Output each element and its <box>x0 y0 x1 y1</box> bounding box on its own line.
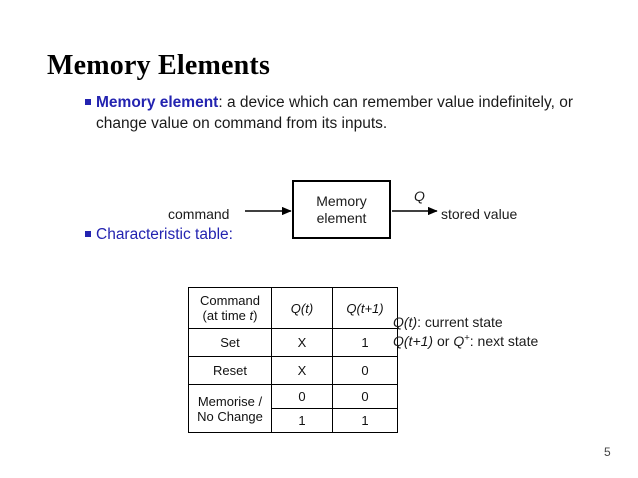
cell-q: 0 <box>271 384 333 409</box>
header-cell-q-next: Q(t+1) <box>332 287 398 329</box>
header-cell-command: Command (at time t) <box>188 287 272 329</box>
diagram-input-label: command <box>168 206 230 222</box>
page-number: 5 <box>604 445 611 459</box>
annotation-text-or: or <box>433 333 454 349</box>
header-cell-q-now: Q(t) <box>271 287 333 329</box>
square-bullet-icon <box>85 99 91 105</box>
cell-qn: 1 <box>332 328 398 357</box>
annotation-line-next-state: Q(t+1) or Q+: next state <box>393 332 538 351</box>
annotation-symbol-q-plus: Q <box>453 333 465 349</box>
bullet-memory-element-text: Memory element: a device which can remem… <box>96 92 605 134</box>
cell-command-memorise: Memorise / No Change <box>188 384 272 433</box>
diagram-output-label: stored value <box>441 206 518 222</box>
table-row: Reset X 0 <box>188 356 398 385</box>
bullet-memory-element: Memory element: a device which can remem… <box>85 92 605 134</box>
square-bullet-icon <box>85 231 91 237</box>
cell-q: X <box>271 328 333 357</box>
cell-command: Set <box>188 328 272 357</box>
cell-command: Reset <box>188 356 272 385</box>
header-command-sub: (at time t) <box>202 308 258 323</box>
annotation-symbol-q-now: Q(t) <box>393 314 418 330</box>
annotation-text-current-state: : current state <box>417 314 503 330</box>
cell-q: 1 <box>271 408 333 433</box>
cell-q: X <box>271 356 333 385</box>
characteristic-table: Command (at time t) Q(t) Q(t+1) Set X 1 … <box>188 287 398 433</box>
diagram-signal-label-q: Q <box>414 188 425 204</box>
annotation-line-current-state: Q(t): current state <box>393 313 538 332</box>
keyword-memory-element: Memory element <box>96 94 219 111</box>
table-row: 1 1 <box>189 408 398 433</box>
header-command-main: Command <box>200 293 260 308</box>
annotation-superscript-plus: + <box>464 332 470 344</box>
cell-qn: 1 <box>332 408 398 433</box>
page-title: Memory Elements <box>47 50 271 81</box>
table-row: Memorise / No Change 0 0 <box>188 384 398 433</box>
bullet-memory-element-body: : a device which can remember value inde… <box>96 94 573 132</box>
memorise-line1: Memorise / <box>197 393 263 409</box>
bullet-characteristic-table: Characteristic table: <box>85 224 385 245</box>
memory-element-box: Memory element <box>292 180 391 239</box>
bullet-characteristic-table-text: Characteristic table: <box>96 226 233 243</box>
annotation-text-next-state: : next state <box>469 333 539 349</box>
cell-qn: 0 <box>332 356 398 385</box>
table-header-row: Command (at time t) Q(t) Q(t+1) <box>188 287 398 329</box>
memorise-line2: No Change <box>197 408 263 424</box>
table-row: Set X 1 <box>188 328 398 357</box>
memory-element-line1: Memory <box>316 192 367 209</box>
cell-qn: 0 <box>332 384 398 409</box>
memory-element-line2: element <box>316 209 367 226</box>
state-annotation: Q(t): current state Q(t+1) or Q+: next s… <box>393 313 538 351</box>
annotation-symbol-q-next: Q(t+1) <box>393 333 434 349</box>
